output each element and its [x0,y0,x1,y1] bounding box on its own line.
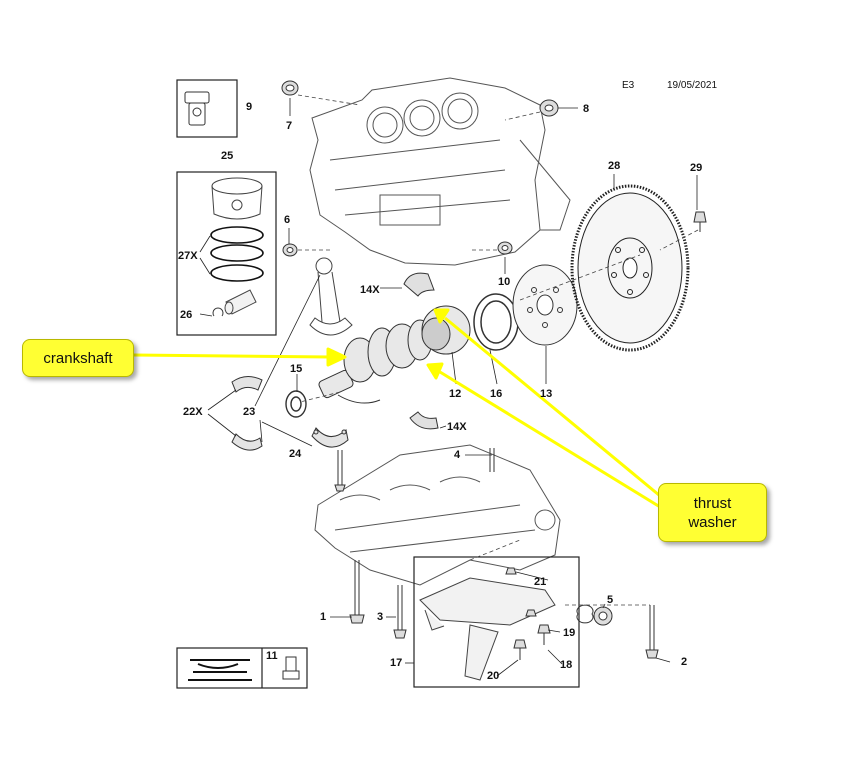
label-17: 17 [390,657,403,669]
label-26: 26 [180,309,193,321]
piston-rings [210,226,264,282]
part-9-box [176,79,238,138]
label-9: 9 [246,101,253,113]
label-28: 28 [608,160,621,172]
dashed-guides [297,94,699,606]
label-14x-lower: 14X [447,421,467,433]
thrust-washer-lower [409,411,439,430]
label-11: 11 [266,650,278,662]
label-24: 24 [289,448,302,460]
cylinder-block [309,77,571,266]
plug-icon [184,91,210,126]
diagram-date: 19/05/2021 [667,80,718,91]
piston-kit-box [176,171,277,336]
bearing-shells [231,376,263,451]
plug-6 [282,243,298,257]
label-19: 19 [563,627,576,639]
wrench-book-icon [188,659,252,681]
sensor-icon [282,656,300,680]
label-7: 7 [286,120,293,132]
small-bolts [505,567,551,660]
crankshaft-callout: crankshaft [22,339,134,377]
oil-pan-baffle [419,577,556,681]
plug-10 [497,241,513,255]
gasket-ring [576,604,594,624]
long-bolts [334,448,659,659]
label-1: 1 [320,611,327,623]
label-18: 18 [560,659,573,671]
label-3: 3 [377,611,384,623]
crankshaft [318,305,471,404]
label-14x-upper: 14X [360,284,380,296]
label-13: 13 [540,388,553,400]
bolt-29 [693,211,707,232]
thrust-washer-callout: thrust washer [658,483,767,542]
front-seal [285,390,307,418]
lower-crankcase [314,444,561,586]
diagram-code: E3 [622,80,635,91]
label-16: 16 [490,388,503,400]
connecting-rod [309,257,353,336]
label-8: 8 [583,103,590,115]
label-15: 15 [290,363,303,375]
label-4: 4 [454,449,461,461]
bearing-cap [311,427,349,448]
label-27x: 27X [178,250,198,262]
piston [211,177,263,220]
label-2: 2 [681,656,688,668]
plug-7 [281,80,299,96]
seal-5 [593,606,613,626]
piston-pin [224,289,257,315]
callout-arrows [132,308,666,512]
circlip [212,307,224,317]
rear-seal [473,293,519,351]
label-20: 20 [487,670,500,682]
label-29: 29 [690,162,703,174]
label-10: 10 [498,276,511,288]
flex-plate [512,264,578,346]
tool-box [176,647,308,689]
flywheel [570,184,690,352]
label-6: 6 [284,214,291,226]
oil-pan-box [413,556,580,688]
plug-8 [539,99,559,117]
label-22x: 22X [183,406,203,418]
label-21: 21 [534,576,547,588]
label-12: 12 [449,388,462,400]
label-23: 23 [243,406,256,418]
label-25: 25 [221,150,234,162]
thrust-washer-upper [403,272,435,297]
label-5: 5 [607,594,614,606]
